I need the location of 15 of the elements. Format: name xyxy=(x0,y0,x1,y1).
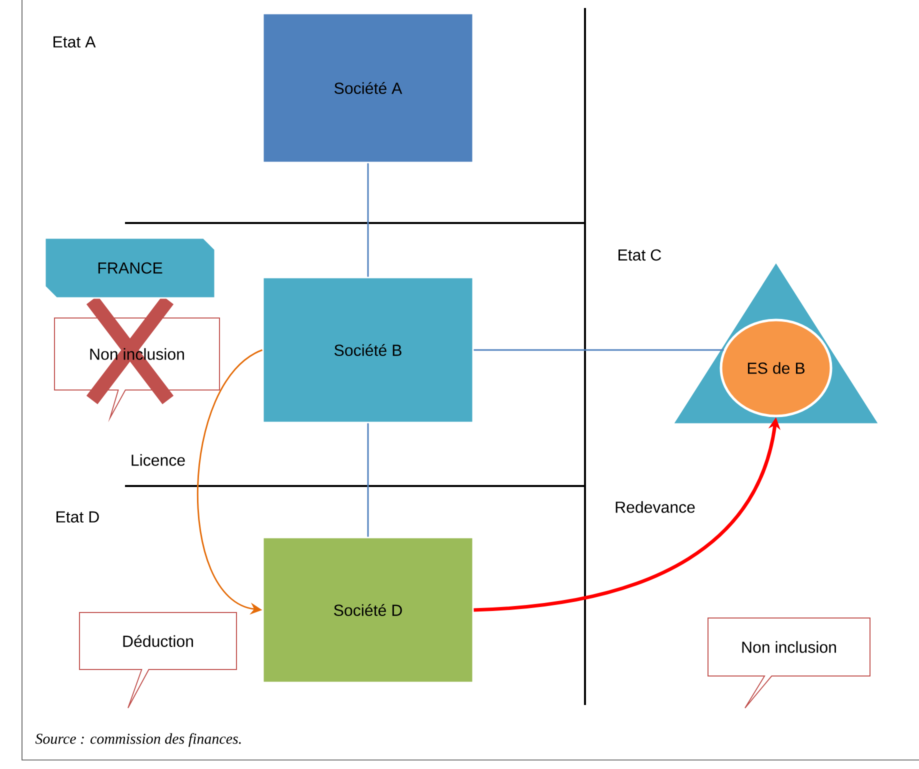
company-box: Société B xyxy=(262,276,474,424)
callout-box: Non inclusion xyxy=(708,618,870,708)
state-label: Etat C xyxy=(618,249,662,261)
connector-line xyxy=(474,349,724,351)
company-box: Société D xyxy=(262,536,474,684)
callout-box: Déduction xyxy=(79,612,237,708)
source-caption: Source : commission des finances. xyxy=(35,733,241,747)
state-label: Etat D xyxy=(56,511,99,523)
connector-line xyxy=(367,163,369,277)
connector-line xyxy=(367,423,369,537)
state-label: Etat A xyxy=(54,36,96,48)
company-box: Société A xyxy=(262,12,474,164)
country-tag: FRANCE xyxy=(44,237,216,299)
edge-label: Redevance xyxy=(614,500,696,514)
edge-label: Licence xyxy=(129,453,187,467)
